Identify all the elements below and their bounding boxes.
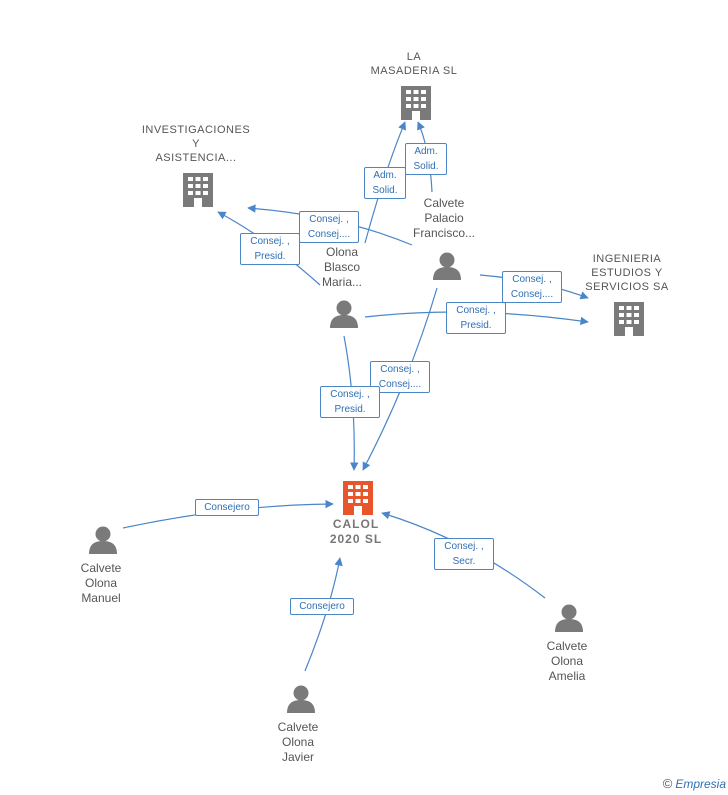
edge-label-line: Consej. , <box>444 541 484 552</box>
edge-label-consejero-javier[interactable]: Consejero <box>290 598 354 615</box>
label-line: ASISTENCIA... <box>155 152 237 164</box>
person-icon-olona-blasco <box>330 300 358 328</box>
person-icon-calvete-palacio <box>433 252 461 280</box>
edge-label-line: Presid. <box>254 251 286 262</box>
copyright-icon: © <box>662 776 673 791</box>
label-line: Y <box>192 138 200 150</box>
edge-label-adm-solid-1[interactable]: Adm. Solid. <box>364 167 406 199</box>
edge-label-line: Consej. , <box>250 236 290 247</box>
edge-label-line: Consej. , <box>330 389 370 400</box>
label-line: Manuel <box>81 591 121 605</box>
edge-label-consej-ingenieria-2[interactable]: Consej. , Presid. <box>446 302 506 334</box>
person-icon-calvete-manuel <box>89 526 117 554</box>
label-line: MASADERIA SL <box>370 65 458 77</box>
node-calvete-manuel-label[interactable]: Calvete Olona Manuel <box>61 561 141 606</box>
label-line: Javier <box>281 750 314 764</box>
edge-label-line: Adm. <box>414 146 438 157</box>
building-icon-ingenieria <box>614 302 644 336</box>
node-calvete-javier-label[interactable]: Calvete Olona Javier <box>258 720 338 765</box>
edge-label-consej-investigaciones-2[interactable]: Consej. , Presid. <box>240 233 300 265</box>
edge-label-adm-solid-2[interactable]: Adm. Solid. <box>405 143 447 175</box>
label-line: Calvete <box>277 720 319 734</box>
label-line: Palacio <box>424 211 464 225</box>
label-line: Olona <box>325 245 359 259</box>
building-icon-calol <box>343 481 373 515</box>
label-line: Olona <box>84 576 118 590</box>
label-line: INGENIERIA <box>592 253 662 265</box>
building-icon-investigaciones <box>183 173 213 207</box>
edge-label-consej-calol-1[interactable]: Consej. , Consej.... <box>370 361 430 393</box>
node-calvete-palacio-label[interactable]: Calvete Palacio Francisco... <box>404 196 484 241</box>
edge-label-line: Secr. <box>452 556 476 567</box>
edge-label-line: Presid. <box>334 404 366 415</box>
edge-label-line: Solid. <box>413 161 439 172</box>
node-masaderia-label[interactable]: LA MASADERIA SL <box>354 50 474 78</box>
edge-label-line: Consej.... <box>378 379 422 390</box>
edge-label-line: Consej.... <box>510 289 554 300</box>
label-line: Calvete <box>546 639 588 653</box>
edge-label-consej-investigaciones-1[interactable]: Consej. , Consej.... <box>299 211 359 243</box>
node-investigaciones-label[interactable]: INVESTIGACIONES Y ASISTENCIA... <box>131 123 261 165</box>
label-line: SERVICIOS SA <box>585 281 669 293</box>
edge-label-consej-ingenieria-1[interactable]: Consej. , Consej.... <box>502 271 562 303</box>
label-line: Calvete <box>423 196 465 210</box>
edge-label-line: Consejero <box>299 601 345 612</box>
edge-label-line: Consej. , <box>512 274 552 285</box>
label-line: Amelia <box>548 669 586 683</box>
label-line: Calvete <box>80 561 122 575</box>
edge-label-line: Consej. , <box>380 364 420 375</box>
edge-label-line: Consej.... <box>307 229 351 240</box>
label-line: ESTUDIOS Y <box>591 267 663 279</box>
node-ingenieria-label[interactable]: INGENIERIA ESTUDIOS Y SERVICIOS SA <box>577 252 677 294</box>
label-line: 2020 SL <box>329 532 383 546</box>
label-line: Maria... <box>321 275 362 289</box>
label-line: LA <box>406 51 422 63</box>
label-line: Blasco <box>323 260 361 274</box>
edge-label-line: Adm. <box>373 170 397 181</box>
person-icon-calvete-javier <box>287 685 315 713</box>
edge-label-line: Presid. <box>460 320 492 331</box>
label-line: CALOL <box>332 517 380 531</box>
label-line: Francisco... <box>412 226 475 240</box>
footer-brand[interactable]: ©Empresia <box>663 776 726 791</box>
label-line: INVESTIGACIONES <box>141 124 251 136</box>
node-calvete-amelia-label[interactable]: Calvete Olona Amelia <box>527 639 607 684</box>
edge-label-line: Consej. , <box>456 305 496 316</box>
edge-label-line: Consejero <box>204 502 250 513</box>
building-icon-masaderia <box>401 86 431 120</box>
node-calol-label[interactable]: CALOL 2020 SL <box>316 517 396 547</box>
label-line: Olona <box>281 735 315 749</box>
edge-label-consej-calol-2[interactable]: Consej. , Presid. <box>320 386 380 418</box>
edge-label-consej-secr-amelia[interactable]: Consej. , Secr. <box>434 538 494 570</box>
edge-label-line: Solid. <box>372 185 398 196</box>
edge-label-consejero-manuel[interactable]: Consejero <box>195 499 259 516</box>
brand-name: Empresia <box>675 777 726 791</box>
label-line: Olona <box>550 654 584 668</box>
node-olona-blasco-label[interactable]: Olona Blasco Maria... <box>302 245 382 290</box>
edge-label-line: Consej. , <box>309 214 349 225</box>
person-icon-calvete-amelia <box>555 604 583 632</box>
